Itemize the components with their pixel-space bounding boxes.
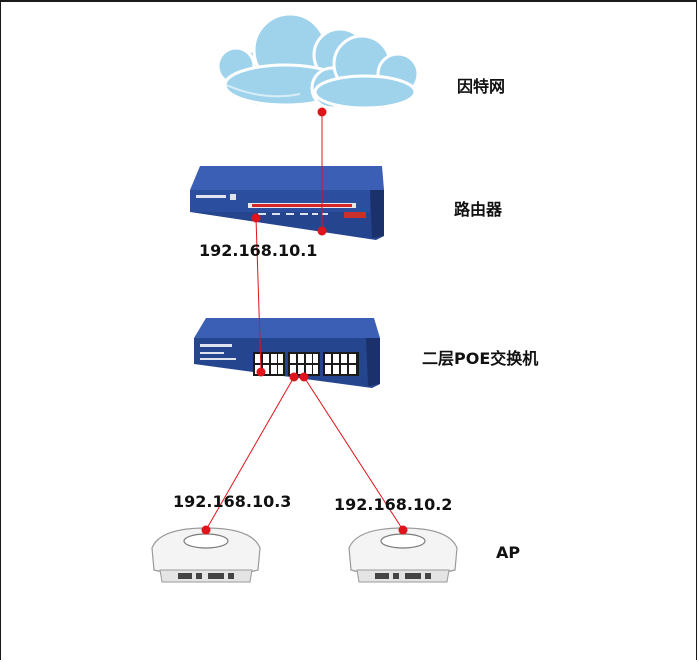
access-point-icon (348, 527, 458, 583)
ap-label: AP (496, 543, 521, 562)
switch-icon (194, 318, 380, 388)
ap-right-ip-label: 192.168.10.2 (334, 495, 453, 514)
ap-left-ip-label: 192.168.10.3 (173, 492, 292, 511)
router-label: 路由器 (454, 200, 503, 219)
cloud-icon (216, 12, 420, 110)
link-switch-ap-right (303, 376, 404, 531)
switch-label: 二层POE交换机 (422, 349, 539, 368)
internet-label: 因特网 (457, 77, 506, 96)
link-switch-ap-left (205, 376, 295, 531)
network-links (205, 112, 404, 531)
link-router-switch (255, 217, 262, 373)
link-endpoints (201, 107, 408, 535)
router-icon (190, 166, 384, 240)
router-ip-label: 192.168.10.1 (199, 241, 318, 260)
access-point-icon (151, 527, 261, 583)
